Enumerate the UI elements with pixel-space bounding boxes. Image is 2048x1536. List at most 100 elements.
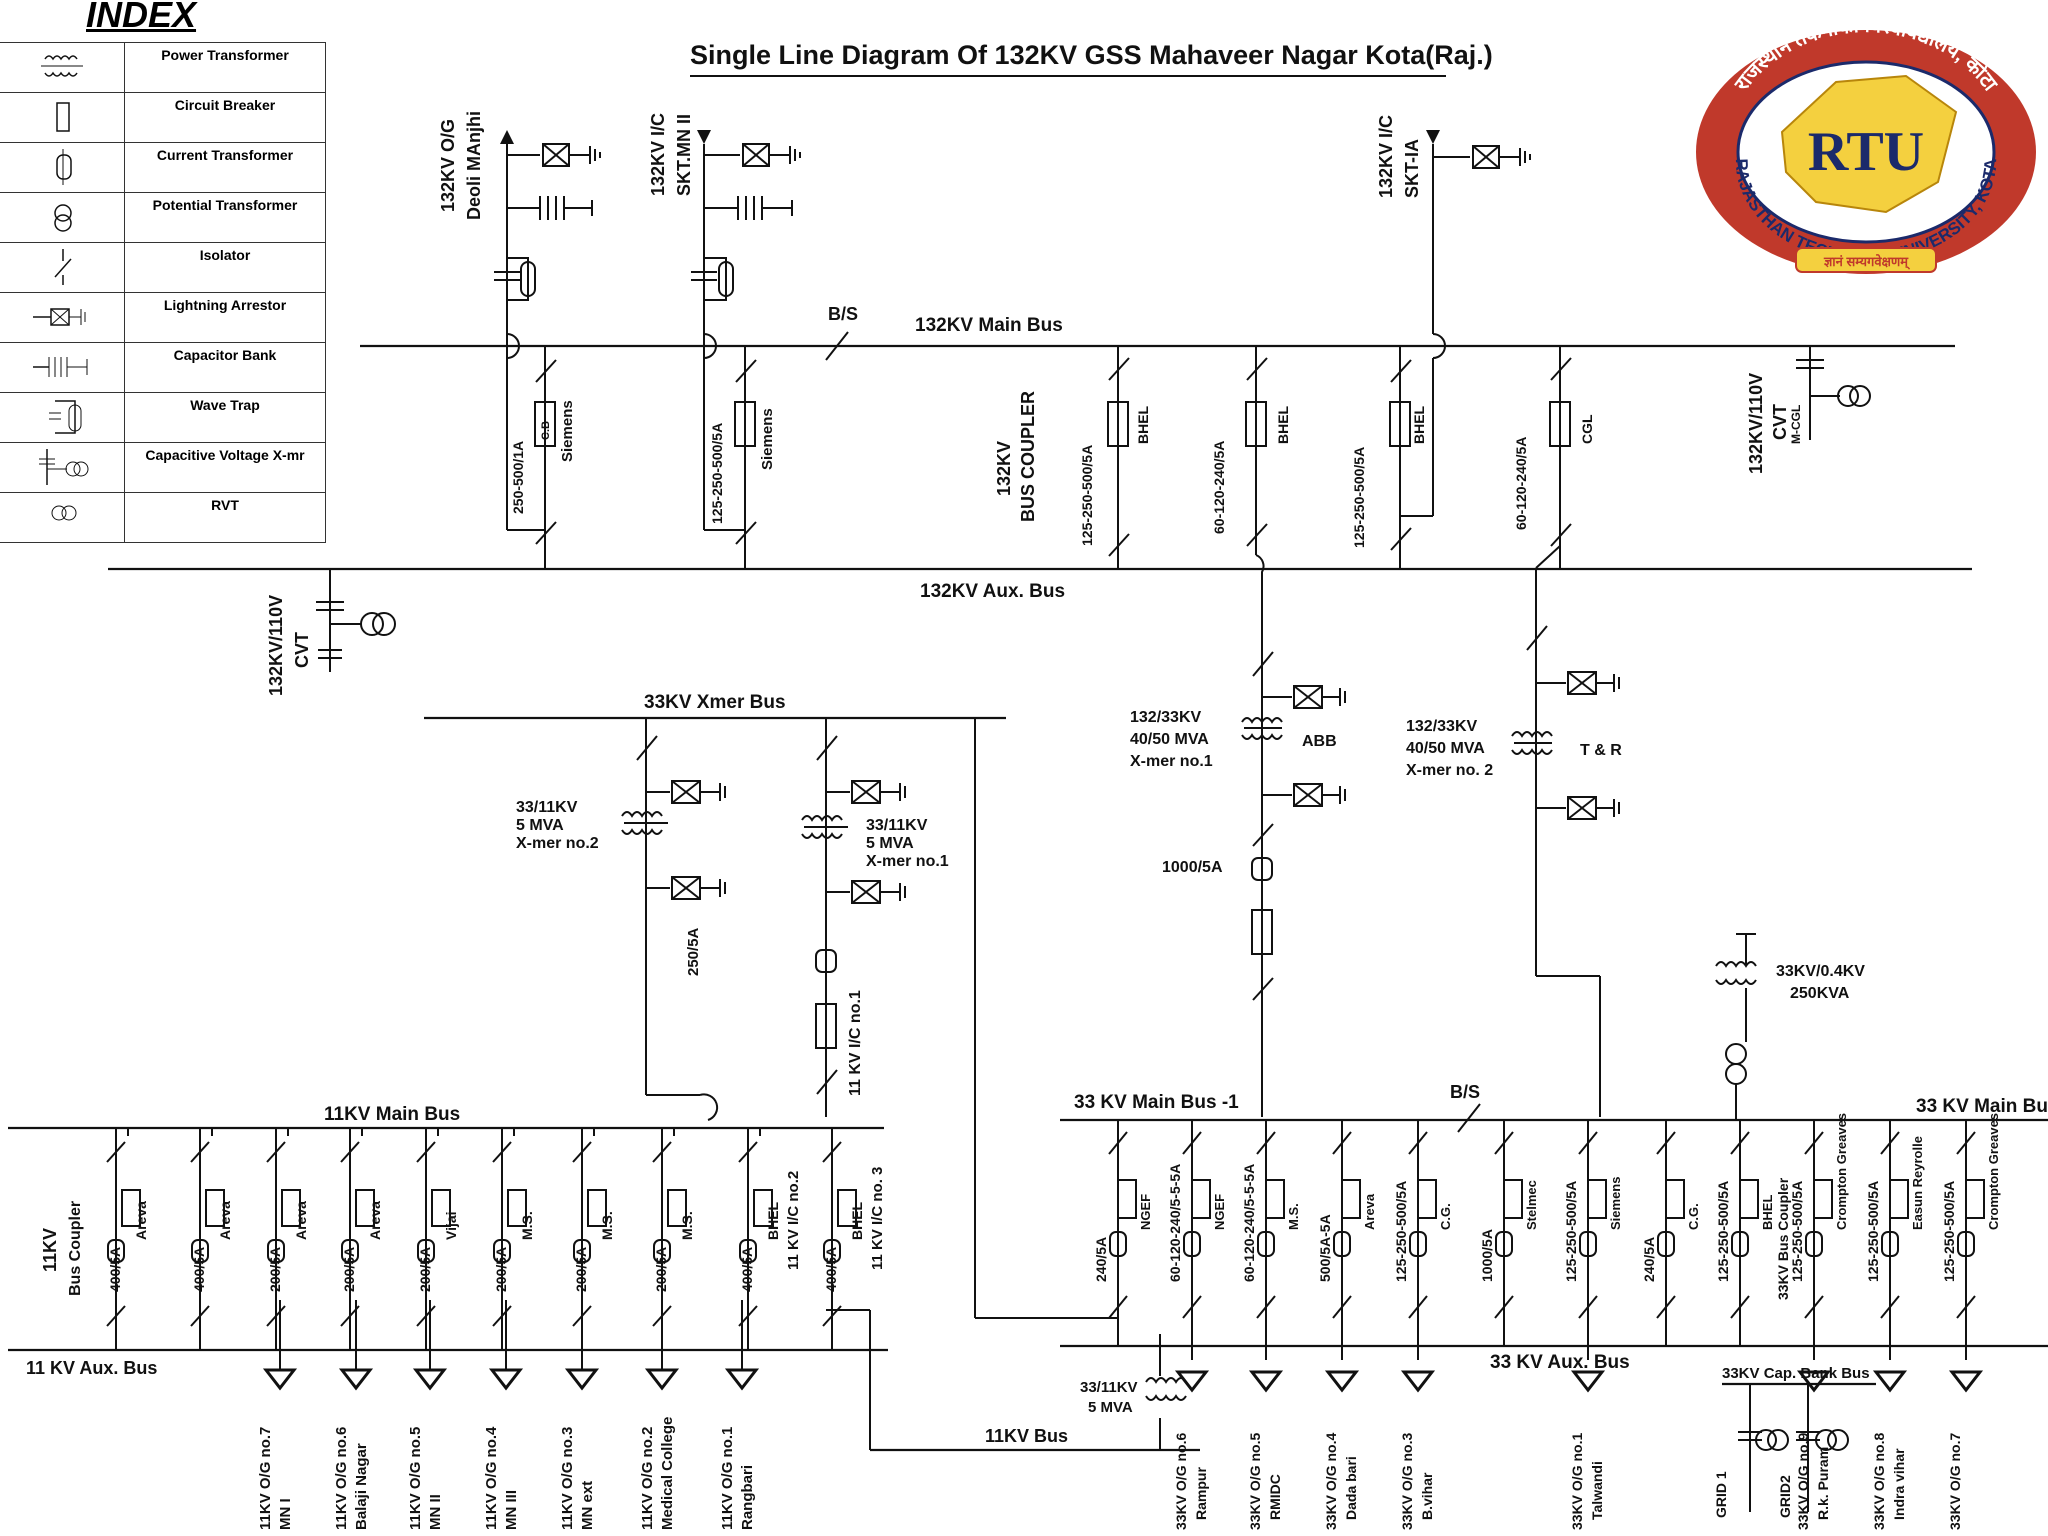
bus-33kv-xmer-label: 33KV Xmer Bus (644, 692, 786, 713)
cap-bank-grids (1738, 1384, 1849, 1512)
feeder-11kv-out: 11KV O/G no.6 (333, 1427, 350, 1530)
feeder-11kv-ct: 200/5A (653, 1247, 669, 1292)
feeder-11kv-ic: 11 KV I/C no.2 (785, 1171, 802, 1270)
feeder-11kv-ct: 400/5A (107, 1247, 123, 1292)
feeder-33kv-out: 33KV O/G no.6 (1173, 1433, 1189, 1530)
feeder-132-skt1a (1389, 130, 1531, 568)
index-row: Power Transformer (0, 42, 326, 93)
xmer-33-11-no1-feeder: 11 KV I/C no.1 (847, 990, 864, 1096)
xmer-33-11-no1-line1: 33/11KV (866, 817, 928, 834)
feeder-33kv-out-name: R.k. Puram (1815, 1447, 1831, 1520)
xmer-33-11-no2-line2: 5 MVA (516, 817, 564, 834)
feeder-11kv-ct: 200/5A (493, 1247, 509, 1292)
feeder-11kv-out-name: MN I (277, 1498, 294, 1530)
wave-trap-icon (0, 392, 125, 443)
feeder-11kv-out: 11KV O/G no.7 (257, 1427, 274, 1530)
feeder-11kv-ct: 200/5A (341, 1247, 357, 1292)
feeder-33kv-ct: 125-250-500/5A (1715, 1181, 1731, 1282)
feeder-33kv-ct: 125-250-500/5A (1393, 1181, 1409, 1282)
bay-132-bus-coupler-ct: 125-250-500/5A (1079, 445, 1095, 546)
potential-transformer-icon (0, 192, 125, 243)
index-row: Wave Trap (0, 392, 326, 443)
xmer-33-11-no2-line3: X-mer no.2 (516, 835, 599, 852)
index-label: Circuit Breaker (124, 92, 326, 143)
feeder-33kv-out: 33KV O/G no.8 (1871, 1433, 1887, 1530)
feeder-33kv-ct: 500/5A-5A (1317, 1214, 1333, 1282)
bay-132-xmer2-ct: 60-120-240/5A (1513, 437, 1529, 530)
xmer-132-33-no1-line1: 132/33KV (1130, 709, 1201, 726)
bus-33kv-main-2-label: 33 KV Main Bu (1916, 1096, 2048, 1117)
feeder-33kv-ct: 125-250-500/5A (1865, 1181, 1881, 1282)
lightning-arrestor-icon (0, 292, 125, 343)
feeder-11kv-ic: 11 KV I/C no. 3 (869, 1167, 886, 1270)
xmer-33-11-no2-line1: 33/11KV (516, 799, 578, 816)
feeder-132-deoli-name: 132KV O/G (438, 119, 458, 212)
cvt-132-aux (316, 569, 396, 672)
cvt-132-main-make: M-CGL (1789, 405, 1803, 444)
bay-132-xmer2-make: CGL (1579, 414, 1595, 444)
xmer-132-33-no1-make: ABB (1302, 733, 1337, 750)
feeder-132-skt1a-ct: 125-250-500/5A (1351, 447, 1367, 548)
feeder-33kv-ct: 125-250-500/5A (1941, 1181, 1957, 1282)
bay-132-bus-coupler (1107, 346, 1130, 568)
feeder-33kv-ct: 125-250-500/5A (1563, 1181, 1579, 1282)
bus-coupler-11kv-sub: Bus Coupler (67, 1201, 84, 1296)
feeder-11kv-out-name: Rangbari (739, 1465, 756, 1530)
station-transformer-line2: 250KVA (1790, 985, 1850, 1002)
rvt-icon (0, 492, 125, 543)
feeder-11kv-ct: 200/5A (417, 1247, 433, 1292)
feeder-33kv-make: Crompton Greaves (1986, 1113, 2001, 1230)
feeder-11kv-make: Areva (367, 1201, 383, 1240)
bay-132-bus-coupler-name: 132KV (994, 441, 1014, 496)
feeder-132-skt1a-name: 132KV I/C (1376, 115, 1396, 198)
feeder-33kv-out: 33KV O/G no.7 (1947, 1433, 1963, 1530)
feeder-33kv-bay: 125-250-500/5A Crompton Greaves 33KV O/G n… (1941, 1113, 2001, 1530)
xmer-132-33-no1 (1241, 651, 1346, 1117)
cvt-132-aux-name: 132KV/110V (266, 595, 286, 696)
feeder-11kv-out: 11KV O/G no.4 (483, 1426, 500, 1530)
feeder-33kv-ct: 240/5A (1641, 1237, 1657, 1282)
feeder-132-deoli-sub: Deoli MAnjhi (464, 111, 484, 220)
feeder-11kv-make: BHEL (765, 1201, 781, 1240)
feeder-11kv-out-name: MN III (503, 1490, 520, 1530)
feeder-11kv-ct: 400/5A (823, 1247, 839, 1292)
feeder-33kv-out-name: RMIDC (1267, 1474, 1283, 1520)
cvt-132-main-sub: CVT (1770, 404, 1790, 440)
index-row: Capacitive Voltage X-mr (0, 442, 326, 493)
feeder-11kv-out-name: Balaji Nagar (353, 1443, 370, 1530)
index-panel: INDEX Power Transformer Circuit Breaker … (0, 0, 326, 543)
station-transformer (1715, 933, 1757, 1120)
index-label: Isolator (124, 242, 326, 293)
feeder-33kv-out-name: Indra vihar (1891, 1448, 1907, 1520)
bus-33kv-cap-bank-label: 33KV Cap. Bank Bus (1722, 1365, 1870, 1382)
bus-11kv-aux-label: 11 KV Aux. Bus (26, 1358, 157, 1378)
cb-label: C.B (540, 421, 552, 440)
feeder-33kv-ct: 1000/5A (1479, 1229, 1495, 1282)
feeder-132-sktmn2-name: 132KV I/C (648, 113, 668, 196)
index-label: Lightning Arrestor (124, 292, 326, 343)
cvt-icon (0, 442, 125, 493)
feeder-33kv-make: NGEF (1212, 1194, 1227, 1230)
feeder-11kv-out: 11KV O/G no.2 (639, 1427, 656, 1530)
feeder-132-sktmn2 (691, 130, 801, 568)
feeder-33kv-make: C.G. (1686, 1203, 1701, 1230)
feeder-33kv-out-name: B.vihar (1419, 1472, 1435, 1520)
feeder-11kv-make: Vijai (443, 1211, 459, 1240)
index-title: INDEX (86, 0, 197, 35)
bus-coupler-11kv-label: 11KV (40, 1228, 60, 1272)
xmer-132-33-no2-make: T & R (1580, 742, 1622, 759)
bay-132-bus-coupler-sub: BUS COUPLER (1018, 391, 1038, 522)
cvt-132-main (1796, 346, 1871, 440)
rtu-logo: RTU राजस्थान तकनीकी विश्वविद्यालय, कोटा … (1696, 13, 2036, 274)
